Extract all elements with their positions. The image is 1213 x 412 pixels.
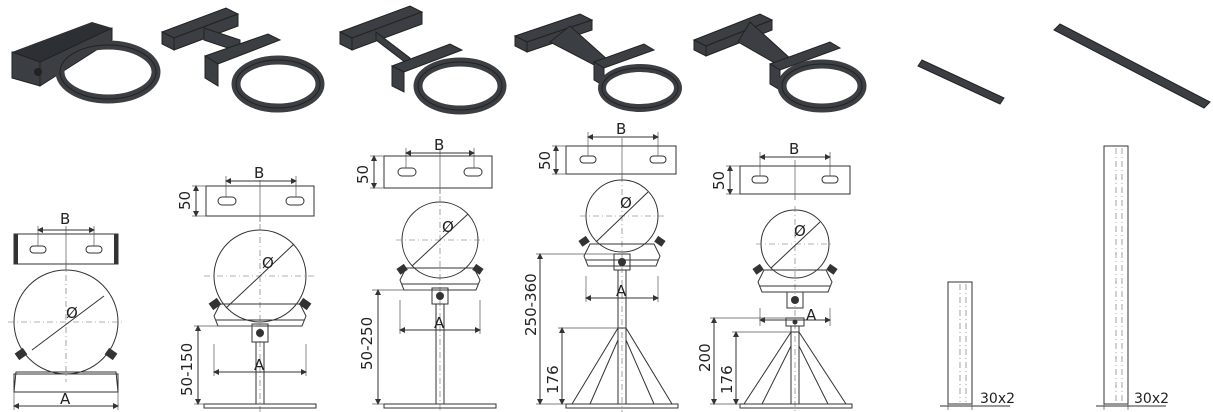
dim-d-label: Ø — [66, 304, 78, 322]
dim-d-label: Ø — [442, 218, 454, 236]
dim-s-label: 50 — [710, 171, 728, 190]
dim-d-label: Ø — [620, 194, 632, 212]
short-bar-drawing: 30x2 — [940, 281, 1015, 410]
clamp-drawing-1: B Ø A — [8, 210, 124, 410]
short-bar-render — [917, 59, 1005, 105]
dim-d-label: Ø — [794, 222, 806, 240]
dim-a-label: A — [616, 282, 627, 300]
long-bar-drawing: 30x2 — [1096, 145, 1169, 410]
bar-size-label: 30x2 — [980, 391, 1015, 407]
dim-a-label: A — [806, 306, 817, 324]
dim-b-label: B — [254, 164, 264, 182]
dim-a-label: A — [434, 314, 445, 332]
dim-s-label: 50 — [176, 191, 194, 210]
dim-h1-label: 200 — [696, 343, 714, 372]
bar-size-label: 30x2 — [1134, 391, 1169, 407]
dim-h2-label: 176 — [718, 365, 736, 394]
long-bar-render — [1053, 23, 1211, 109]
dim-b-label: B — [789, 140, 799, 158]
dim-d-label: Ø — [262, 254, 274, 272]
dim-h1-label: 50-150 — [178, 343, 196, 396]
dim-h1-label: 250-360 — [522, 273, 540, 336]
clamp-render-4 — [513, 13, 682, 112]
clamp-render-1 — [11, 22, 161, 104]
dim-a-label: A — [254, 356, 265, 374]
clamp-render-2 — [160, 7, 325, 113]
clamp-drawing-2: B 50 Ø A 50-150 — [176, 164, 317, 412]
clamp-render-5 — [692, 13, 867, 113]
dim-h2-label: 176 — [544, 365, 562, 394]
dim-b-label: B — [616, 120, 626, 138]
dim-b-label: B — [60, 210, 70, 228]
dim-h1-label: 50-250 — [358, 317, 376, 370]
clamp-drawing-3: B 50 Ø A 50-250 — [354, 136, 497, 412]
clamp-drawing-4: B 50 Ø A 250-360 176 — [522, 120, 679, 412]
dim-s-label: 50 — [536, 151, 554, 170]
clamp-render-3 — [338, 5, 507, 115]
dim-b-label: B — [434, 136, 444, 154]
clamp-drawing-5: B 50 Ø A 200 176 — [696, 140, 853, 412]
dim-a-label: A — [60, 390, 71, 408]
dim-s-label: 50 — [354, 165, 372, 184]
